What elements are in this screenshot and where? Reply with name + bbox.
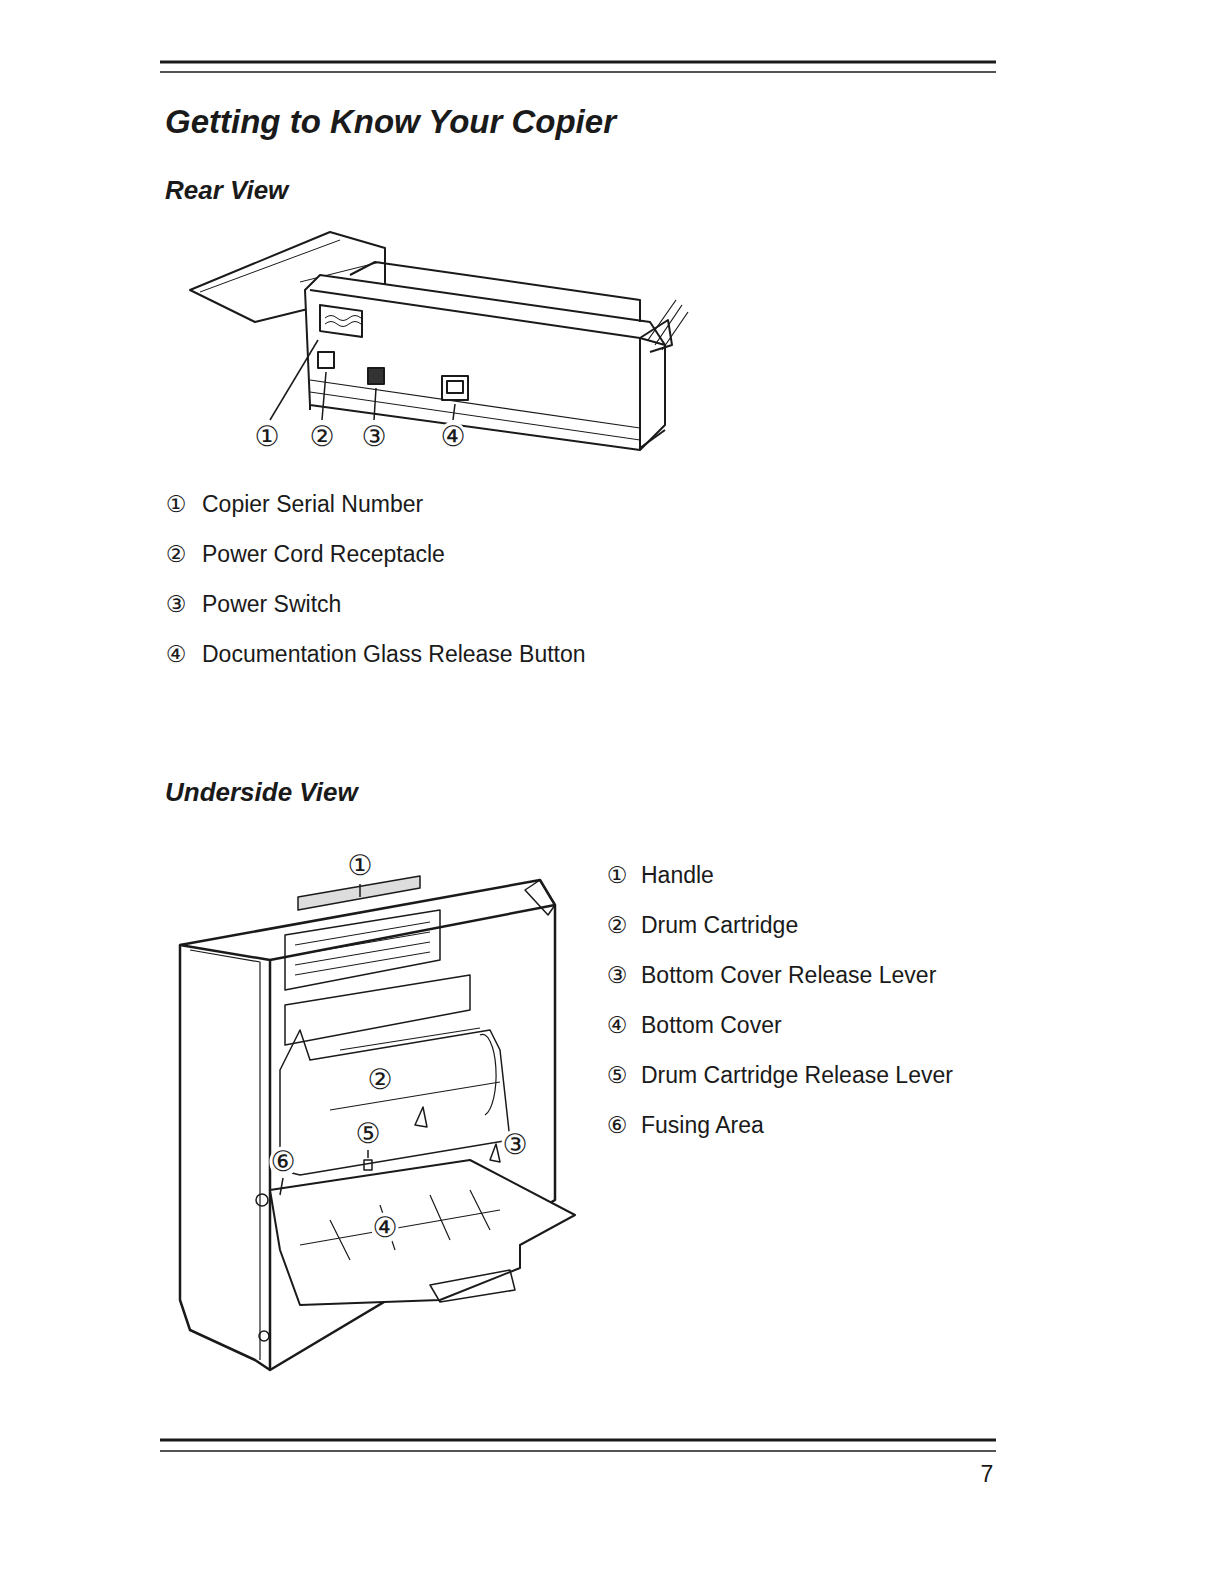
callout-number: ④ [439,422,466,453]
section-heading: Rear View [165,176,288,205]
callout-number: ③ [501,1130,528,1161]
list-number: ① [607,863,628,888]
part-name: Drum Cartridge Release Lever [641,1063,953,1088]
section-heading: Underside View [165,778,358,807]
page-number: 7 [981,1462,994,1487]
callout-number: ② [308,422,335,453]
part-name: Drum Cartridge [641,913,798,938]
part-name: Bottom Cover Release Lever [641,963,936,988]
part-name: Power Cord Receptacle [202,542,445,567]
list-number: ① [166,492,187,517]
part-name: Handle [641,863,714,888]
part-name: Power Switch [202,592,341,617]
part-name: Fusing Area [641,1113,764,1138]
list-number: ③ [166,592,187,617]
page-title: Getting to Know Your Copier [165,104,616,140]
list-number: ③ [607,963,628,988]
callout-number: ③ [360,422,387,453]
callout-number: ① [253,422,280,453]
list-number: ⑤ [607,1063,628,1088]
list-number: ④ [607,1013,628,1038]
callout-number: ⑥ [269,1147,296,1178]
part-name: Bottom Cover [641,1013,782,1038]
part-name: Documentation Glass Release Button [202,642,586,667]
list-number: ⑥ [607,1113,628,1138]
list-number: ④ [166,642,187,667]
list-number: ② [607,913,628,938]
list-number: ② [166,542,187,567]
part-name: Copier Serial Number [202,492,423,517]
callout-number: ⑤ [354,1119,381,1150]
callout-number: ④ [371,1213,398,1244]
callout-number: ② [366,1065,393,1096]
callout-number: ① [346,851,373,882]
